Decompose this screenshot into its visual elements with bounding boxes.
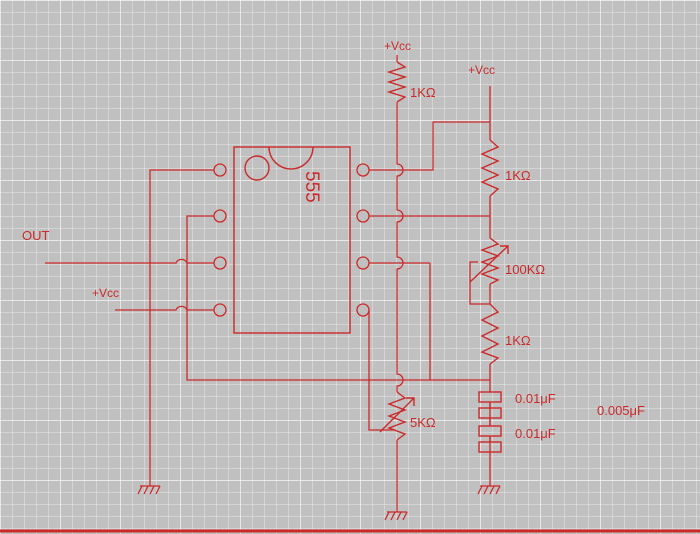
resistor-1k-right-top-label: 1KΩ: [505, 168, 531, 183]
capacitor-lower-label: 0.01μF: [515, 426, 556, 441]
chip-label: 555: [301, 171, 322, 203]
ground-symbol-center: [384, 511, 408, 521]
resistor-1k-right-bottom-label: 1KΩ: [505, 333, 531, 348]
pin-1: [213, 163, 227, 177]
potentiometer-100k-arrow: [469, 245, 509, 283]
potentiometer-5k-arrow: [379, 397, 415, 433]
wires: [45, 55, 500, 513]
vcc-top-label: +Vcc: [384, 39, 411, 53]
ground-symbol-left: [137, 485, 161, 495]
capacitor-total-label: 0.005μF: [597, 403, 645, 418]
potentiometer-100k-label: 100KΩ: [505, 262, 545, 277]
pin-4: [213, 303, 227, 317]
vcc-right-label: +Vcc: [468, 63, 495, 77]
pin-6: [356, 256, 370, 270]
potentiometer-5k[interactable]: [387, 391, 407, 441]
resistor-1k-right-bottom[interactable]: [480, 303, 500, 365]
out-label: OUT: [22, 228, 50, 243]
chip-notch: [268, 146, 314, 170]
pin-3: [213, 256, 227, 270]
resistor-1k-top-label: 1KΩ: [410, 85, 436, 100]
vcc-left-label: +Vcc: [92, 286, 119, 300]
potentiometer-100k[interactable]: [480, 237, 500, 285]
potentiometer-5k-label: 5KΩ: [410, 415, 436, 430]
pin-2: [213, 209, 227, 223]
resistor-1k-top[interactable]: [386, 61, 408, 103]
capacitor-lower[interactable]: [478, 418, 502, 453]
chip-555[interactable]: 555: [233, 146, 351, 334]
pin-7: [356, 209, 370, 223]
resistor-1k-right-top[interactable]: [480, 139, 500, 197]
ground-symbol-right: [477, 485, 501, 495]
capacitor-upper-label: 0.01μF: [515, 391, 556, 406]
pin-5: [356, 303, 370, 317]
pin-8: [356, 163, 370, 177]
pin1-dot: [244, 155, 270, 181]
chip-pins: [213, 163, 370, 317]
